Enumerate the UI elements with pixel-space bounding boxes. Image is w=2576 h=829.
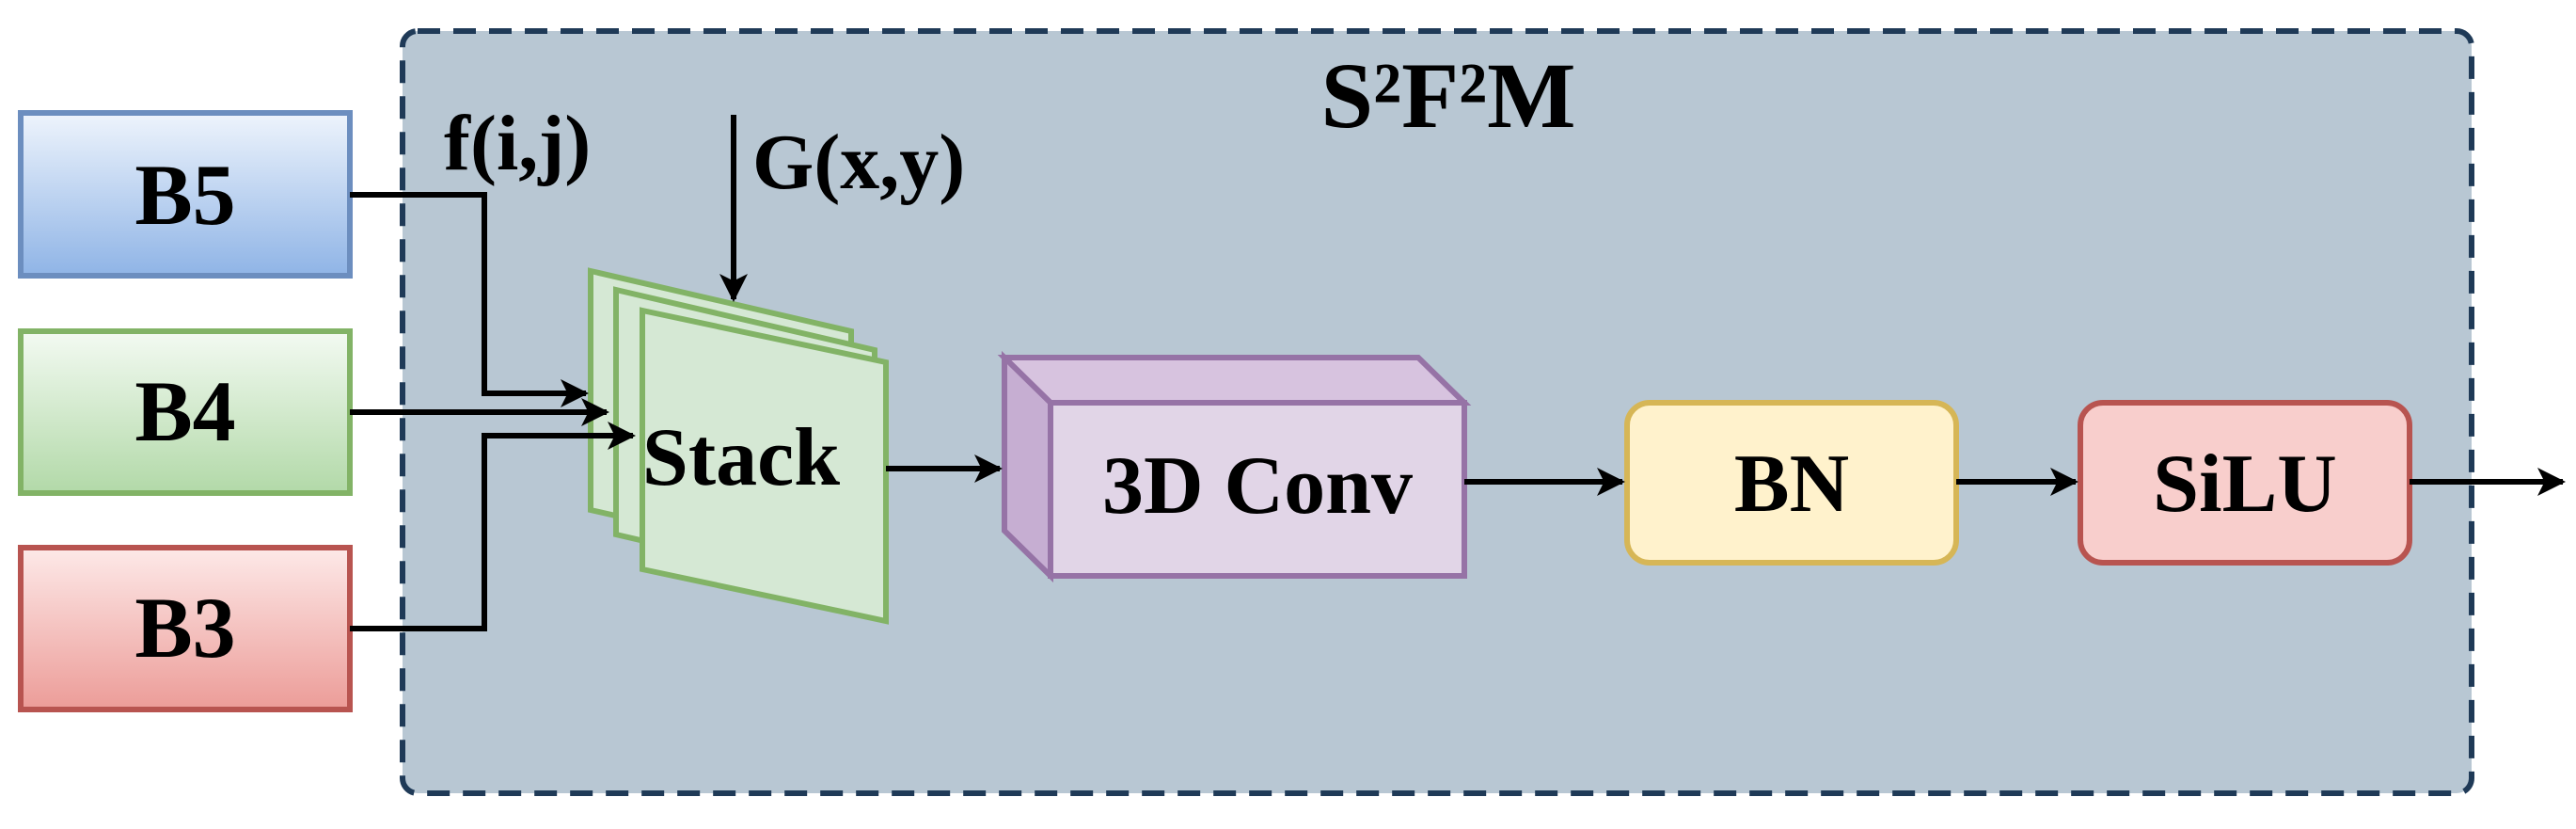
conv3d-top-face: [997, 355, 1472, 406]
arrow-b5-to-stack: [350, 192, 589, 407]
conv3d-label: 3D Conv: [1102, 440, 1413, 532]
input-b3-label: B3: [134, 580, 235, 676]
connectors: [350, 115, 2566, 631]
input-b3-box: [18, 545, 353, 712]
conv3d-block: 3D Conv: [997, 350, 1472, 583]
input-b4-label: B4: [134, 363, 235, 459]
stack-label: Stack: [642, 412, 840, 503]
stack-block: Stack: [588, 267, 889, 625]
silu-block: SiLU: [2078, 400, 2412, 566]
input-b5-label: B5: [134, 147, 235, 243]
annotation-f: f(i,j): [444, 100, 591, 187]
module-title: S²F²M: [1320, 43, 1575, 148]
annotation-g: G(x,y): [752, 119, 965, 206]
input-b3: B3: [18, 545, 353, 712]
input-b5-box: [18, 110, 353, 279]
input-b4: B4: [18, 328, 353, 496]
bn-block: BN: [1624, 400, 1959, 566]
arrow-b3-to-stack: [350, 422, 636, 631]
bn-label: BN: [1734, 438, 1849, 530]
stack-layer-front: [640, 307, 889, 625]
input-b5: B5: [18, 110, 353, 279]
conv3d-front-face: [1048, 400, 1467, 579]
silu-label: SiLU: [2153, 438, 2337, 530]
